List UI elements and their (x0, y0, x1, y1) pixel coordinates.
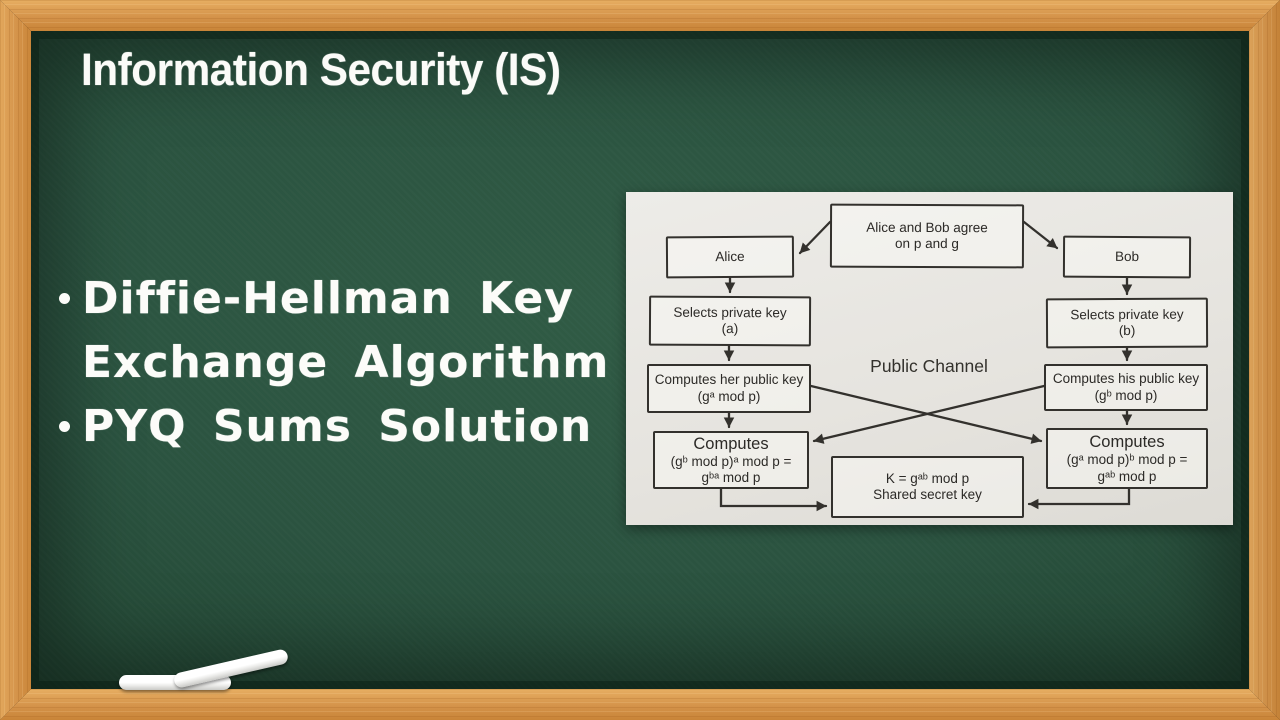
diagram-node-computes-shared-alice: Computes (gᵇ mod p)ᵃ mod p = gᵇᵃ mod p (653, 431, 809, 489)
bullet-line: Exchange Algorithm (82, 337, 610, 388)
diagram-node-selects-private-key-a: Selects private key (a) (648, 295, 812, 347)
node-text: K = gᵃᵇ mod p (885, 470, 970, 486)
node-text: Alice (715, 248, 745, 264)
bullet-item: PYQ Sums Solution (57, 395, 657, 459)
arrow-right-to-shared (1027, 487, 1131, 510)
arrow-agree-to-alice (798, 220, 832, 255)
diagram-node-alice: Alice (665, 235, 795, 279)
node-text: Selects private key (1070, 306, 1184, 322)
wood-frame-bottom (0, 689, 1280, 720)
bullet-dot (59, 421, 70, 432)
diagram-node-computes-shared-bob: Computes (gᵃ mod p)ᵇ mod p = gᵃᵇ mod p (1046, 428, 1208, 489)
chalkboard: Information Security (IS) Diffie-Hellman… (31, 31, 1249, 690)
node-text: Bob (1114, 248, 1140, 264)
node-text: (b) (1118, 322, 1136, 339)
diagram-node-selects-private-key-b: Selects private key (b) (1045, 297, 1209, 349)
arrow-cross-right-to-left (812, 384, 1046, 444)
diagram-node-bob: Bob (1062, 235, 1192, 279)
public-channel-label: Public Channel (870, 356, 988, 376)
diagram-node-computes-her-public-key: Computes her public key (gᵃ mod p) (647, 364, 811, 413)
diagram-node-computes-his-public-key: Computes his public key (gᵇ mod p) (1044, 364, 1208, 411)
node-text: (gᵃ mod p) (697, 388, 761, 404)
node-text: gᵇᵃ mod p (701, 470, 761, 485)
arrow-agree-to-bob (1022, 220, 1059, 250)
bullet-dot (59, 293, 70, 304)
node-text: (gᵇ mod p) (1094, 387, 1158, 403)
node-text: Computes her public key (654, 372, 804, 387)
diagram-panel: Alice and Bob agree on p and g Alice Bob… (626, 192, 1233, 525)
node-text: Computes his public key (1052, 371, 1200, 386)
arrow-cross-left-to-right (809, 384, 1043, 444)
node-text: (gᵇ mod p)ᵃ mod p = (670, 453, 792, 469)
diagram-node-shared-secret-key: K = gᵃᵇ mod p Shared secret key (831, 456, 1024, 518)
wood-frame-left (0, 0, 31, 720)
bullet-text: PYQ Sums Solution (82, 395, 592, 459)
bullet-line: Diffie-Hellman Key (82, 273, 574, 324)
wood-frame-right (1249, 0, 1280, 720)
bullet-line: PYQ Sums Solution (82, 401, 593, 452)
node-text: Alice and Bob agree (866, 219, 988, 235)
wood-frame-top (0, 0, 1280, 31)
node-text: (gᵃ mod p)ᵇ mod p = (1066, 452, 1188, 467)
node-text: Shared secret key (873, 487, 982, 502)
node-text: Computes (1089, 433, 1165, 451)
page-title: Information Security (IS) (81, 44, 561, 95)
node-text: on p and g (895, 235, 959, 252)
node-text: Selects private key (673, 304, 787, 320)
arrow-left-to-shared (719, 487, 828, 512)
diagram-node-agree: Alice and Bob agree on p and g (829, 203, 1025, 269)
node-text: Computes (693, 434, 769, 453)
node-text: (a) (721, 320, 739, 337)
chalk-stick (172, 648, 290, 689)
node-text: gᵃᵇ mod p (1097, 468, 1157, 484)
